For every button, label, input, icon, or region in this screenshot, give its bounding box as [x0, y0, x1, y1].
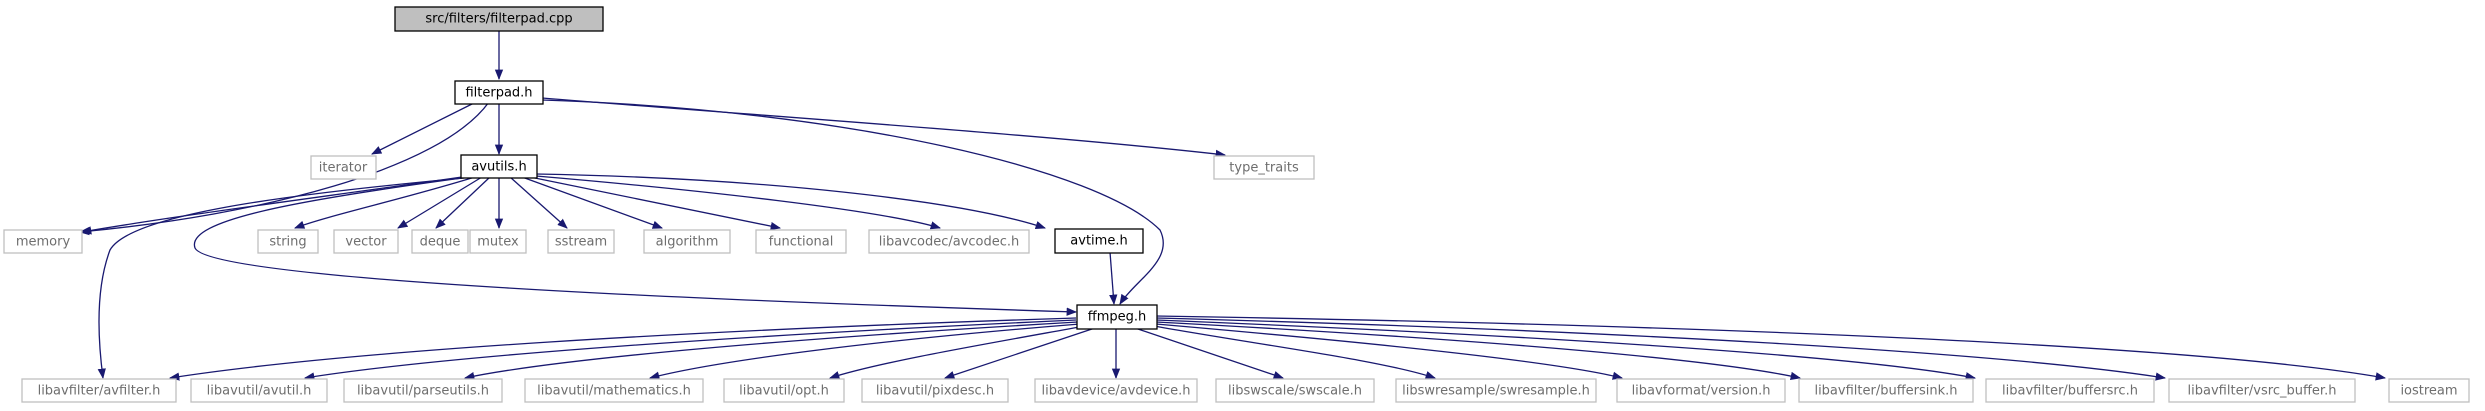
node-label: memory [16, 235, 71, 250]
node-ffmpeg-h[interactable]: ffmpeg.h [1076, 304, 1158, 330]
edge-avutils-sstream [509, 176, 568, 229]
node-label: libavutil/mathematics.h [537, 384, 691, 399]
edge-ffmpeg-pixdesc [944, 327, 1096, 379]
node-type-traits: type_traits [1213, 155, 1315, 180]
edge-ffmpeg-mathematics [648, 323, 1081, 380]
node-label: algorithm [656, 235, 719, 250]
node-label: libavfilter/buffersink.h [1814, 384, 1957, 399]
node-functional: functional [755, 229, 847, 254]
node-vsrc-buffer: libavfilter/vsrc_buffer.h [2168, 378, 2356, 403]
node-swscale: libswscale/swscale.h [1215, 378, 1375, 403]
node-label: libswscale/swscale.h [1228, 384, 1362, 399]
node-sstream: sstream [547, 229, 615, 254]
node-label: type_traits [1229, 161, 1299, 176]
graph-nodes: src/filters/filterpad.cpp filterpad.h it… [3, 6, 2470, 403]
edge-avutils-deque [435, 176, 491, 229]
node-label: string [269, 235, 306, 250]
edge-ffmpeg-version [1155, 323, 1624, 380]
node-avcodec: libavcodec/avcodec.h [868, 229, 1030, 254]
edge-filterpad-iterator [371, 101, 477, 155]
node-root[interactable]: src/filters/filterpad.cpp [394, 6, 604, 32]
edge-ffmpeg-avutil [303, 319, 1077, 381]
node-swresample: libswresample/swresample.h [1395, 378, 1597, 403]
node-label: iostream [2400, 384, 2457, 399]
node-label: libavfilter/buffersrc.h [2002, 384, 2138, 399]
node-version: libavformat/version.h [1616, 378, 1786, 403]
node-label: sstream [555, 235, 607, 250]
edge-avutils-memory [80, 176, 463, 235]
edge-ffmpeg-buffersrc [1155, 319, 1977, 381]
edge-filterpad-ffmpeg [541, 99, 1164, 305]
node-label: libavutil/parseutils.h [357, 384, 489, 399]
edge-avutils-vector [397, 176, 483, 229]
node-label: libavcodec/avcodec.h [879, 235, 1020, 250]
node-label: mutex [477, 235, 519, 250]
node-label: libavfilter/vsrc_buffer.h [2188, 384, 2337, 399]
edge-ffmpeg-vsrcbuffer [1155, 317, 2167, 381]
node-deque: deque [411, 229, 469, 254]
node-avutils-h[interactable]: avutils.h [460, 154, 538, 179]
edge-avutils-string [294, 176, 476, 229]
node-opt: libavutil/opt.h [723, 378, 845, 403]
node-buffersrc: libavfilter/buffersrc.h [1985, 378, 2155, 403]
node-iterator: iterator [310, 155, 377, 180]
node-string: string [257, 229, 319, 254]
node-label: iterator [319, 161, 368, 176]
node-label: functional [769, 235, 834, 250]
edge-ffmpeg-parseutils [463, 321, 1079, 381]
node-label: libavdevice/avdevice.h [1042, 384, 1191, 399]
edge-avutils-avcodec [535, 175, 941, 230]
edge-filterpad-memory [78, 101, 490, 236]
edge-filterpad-typetraits [541, 97, 1227, 159]
node-avutil: libavutil/avutil.h [190, 378, 328, 403]
node-label: libavfilter/avfilter.h [38, 384, 161, 399]
edge-ffmpeg-avfilter [168, 317, 1077, 381]
node-mutex: mutex [469, 229, 527, 254]
edge-ffmpeg-opt [829, 325, 1086, 380]
node-mathematics: libavutil/mathematics.h [524, 378, 704, 403]
node-label: libavutil/pixdesc.h [876, 384, 994, 399]
edge-ffmpeg-swresample [1153, 325, 1436, 380]
node-algorithm: algorithm [643, 229, 731, 254]
node-avdevice: libavdevice/avdevice.h [1034, 378, 1198, 403]
node-label: libavutil/avutil.h [207, 384, 312, 399]
node-filterpad-h[interactable]: filterpad.h [454, 80, 544, 105]
edge-avtime-ffmpeg [1109, 251, 1118, 306]
node-label: avtime.h [1070, 234, 1127, 249]
node-buffersink: libavfilter/buffersink.h [1798, 378, 1974, 403]
node-label: vector [345, 235, 387, 250]
edge-avutils-avfilter [97, 177, 465, 380]
node-avfilter: libavfilter/avfilter.h [21, 378, 177, 403]
edge-avutils-algorithm [521, 176, 663, 229]
node-label: libavformat/version.h [1632, 384, 1771, 399]
node-iostream: iostream [2388, 378, 2470, 403]
edge-avutils-ffmpeg [193, 177, 1078, 316]
edge-avutils-avtime [535, 173, 1046, 230]
node-label: src/filters/filterpad.cpp [425, 12, 572, 27]
node-pixdesc: libavutil/pixdesc.h [861, 378, 1009, 403]
dependency-edges [78, 31, 2387, 381]
node-parseutils: libavutil/parseutils.h [343, 378, 503, 403]
edge-ffmpeg-iostream [1155, 315, 2387, 381]
node-avtime-h[interactable]: avtime.h [1054, 228, 1144, 254]
node-label: libavutil/opt.h [739, 384, 829, 399]
node-label: libswresample/swresample.h [1402, 384, 1590, 399]
node-label: avutils.h [471, 160, 526, 175]
node-label: deque [420, 235, 461, 250]
edge-avutils-functional [529, 176, 782, 231]
edge-ffmpeg-buffersink [1155, 321, 1802, 381]
node-label: filterpad.h [465, 86, 532, 101]
node-vector: vector [333, 229, 399, 254]
node-label: ffmpeg.h [1088, 310, 1147, 325]
edge-ffmpeg-swscale [1134, 327, 1284, 379]
node-memory: memory [3, 229, 83, 254]
